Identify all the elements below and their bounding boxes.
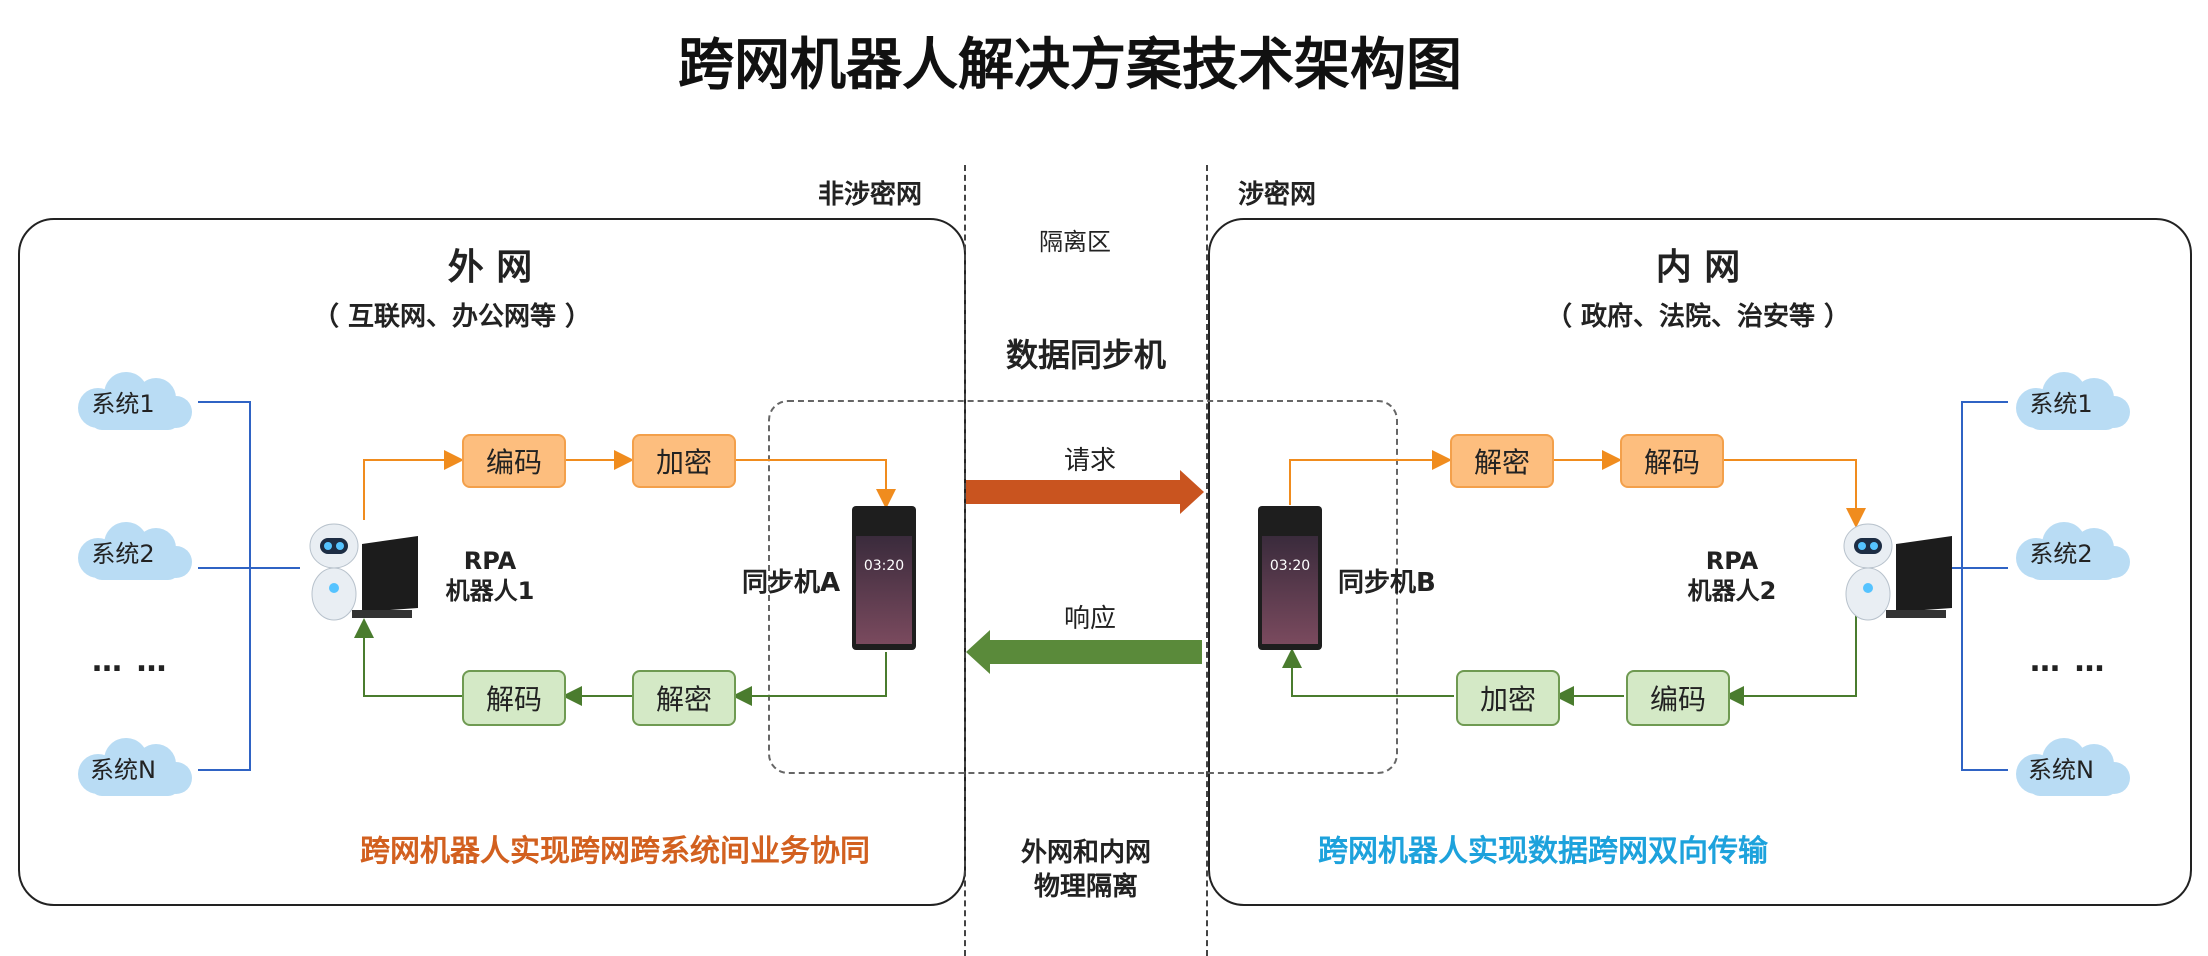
isolation-note-line1: 外网和内网 (1020, 838, 1151, 868)
physical-isolation-note: 外网和内网 物理隔离 (966, 836, 1206, 904)
right-tagline: 跨网机器人实现数据跨网双向传输 (1318, 834, 1768, 869)
request-label: 请求 (1063, 446, 1116, 476)
cloud-icon (2016, 738, 2130, 796)
sync-machine-group (768, 400, 1398, 774)
right-robot-label-line2: 机器人2 (1687, 577, 1777, 605)
cloud-icon (78, 522, 192, 580)
cloud-icon (2016, 372, 2130, 430)
sync-device-a-label: 同步机A (742, 568, 841, 598)
isolation-zone-label: 隔离区 (1039, 228, 1111, 256)
right-robot-label-line1: RPA (1705, 547, 1759, 575)
right-decode-box: 解码 (1620, 434, 1724, 488)
sync-device-a-icon: 03:20 (852, 506, 916, 650)
external-network-title: 外 网 (447, 247, 533, 288)
right-encode-box: 编码 (1626, 670, 1730, 726)
response-label: 响应 (1063, 604, 1116, 634)
right-system-2: 系统2 (2006, 516, 2136, 590)
left-systems-ellipsis: … … (92, 644, 169, 679)
left-tagline: 跨网机器人实现跨网跨系统间业务协同 (360, 834, 870, 869)
left-robot-label-line2: 机器人1 (445, 577, 535, 605)
left-decode-box: 解码 (462, 670, 566, 726)
isolation-left-divider (964, 165, 966, 956)
right-inbound-flow (1289, 450, 1866, 528)
sync-device-b-label: 同步机B (1338, 568, 1436, 598)
right-decrypt-box: 解密 (1450, 434, 1554, 488)
request-arrow (966, 470, 1204, 514)
classified-network-label: 涉密网 (1238, 180, 1317, 210)
sync-machine-heading: 数据同步机 (1005, 336, 1166, 374)
response-arrow (966, 630, 1202, 674)
page-title: 跨网机器人解决方案技术架构图 (678, 33, 1462, 98)
left-system-2: 系统2 (68, 516, 198, 590)
right-systems-ellipsis: … … (2030, 644, 2107, 679)
left-system-1: 系统1 (68, 366, 198, 440)
left-system-n: 系统N (68, 732, 198, 806)
robot-icon (1843, 523, 1952, 621)
cloud-icon (2016, 522, 2130, 580)
right-system-n: 系统N (2006, 732, 2136, 806)
left-system-connectors (198, 401, 300, 771)
cloud-icon (78, 738, 192, 796)
sync-device-b-icon: 03:20 (1258, 506, 1322, 650)
left-encode-box: 编码 (462, 434, 566, 488)
internal-network-subtitle: （ 政府、法院、治安等 ） (1545, 302, 1851, 332)
right-encrypt-box: 加密 (1456, 670, 1560, 726)
robot-icon (309, 523, 418, 621)
isolation-note-line2: 物理隔离 (1033, 872, 1138, 902)
non-classified-network-label: 非涉密网 (818, 180, 923, 210)
cloud-icon (78, 372, 192, 430)
internal-network-title: 内 网 (1655, 247, 1741, 288)
external-network-subtitle: （ 互联网、办公网等 ） (312, 302, 592, 332)
left-encrypt-box: 加密 (632, 434, 736, 488)
left-outbound-flow (363, 450, 896, 520)
isolation-right-divider (1206, 165, 1208, 956)
right-system-1: 系统1 (2006, 366, 2136, 440)
right-outbound-flow (1282, 614, 1857, 706)
left-robot-label-line1: RPA (463, 547, 517, 575)
left-inbound-flow (354, 618, 887, 706)
left-decrypt-box: 解密 (632, 670, 736, 726)
